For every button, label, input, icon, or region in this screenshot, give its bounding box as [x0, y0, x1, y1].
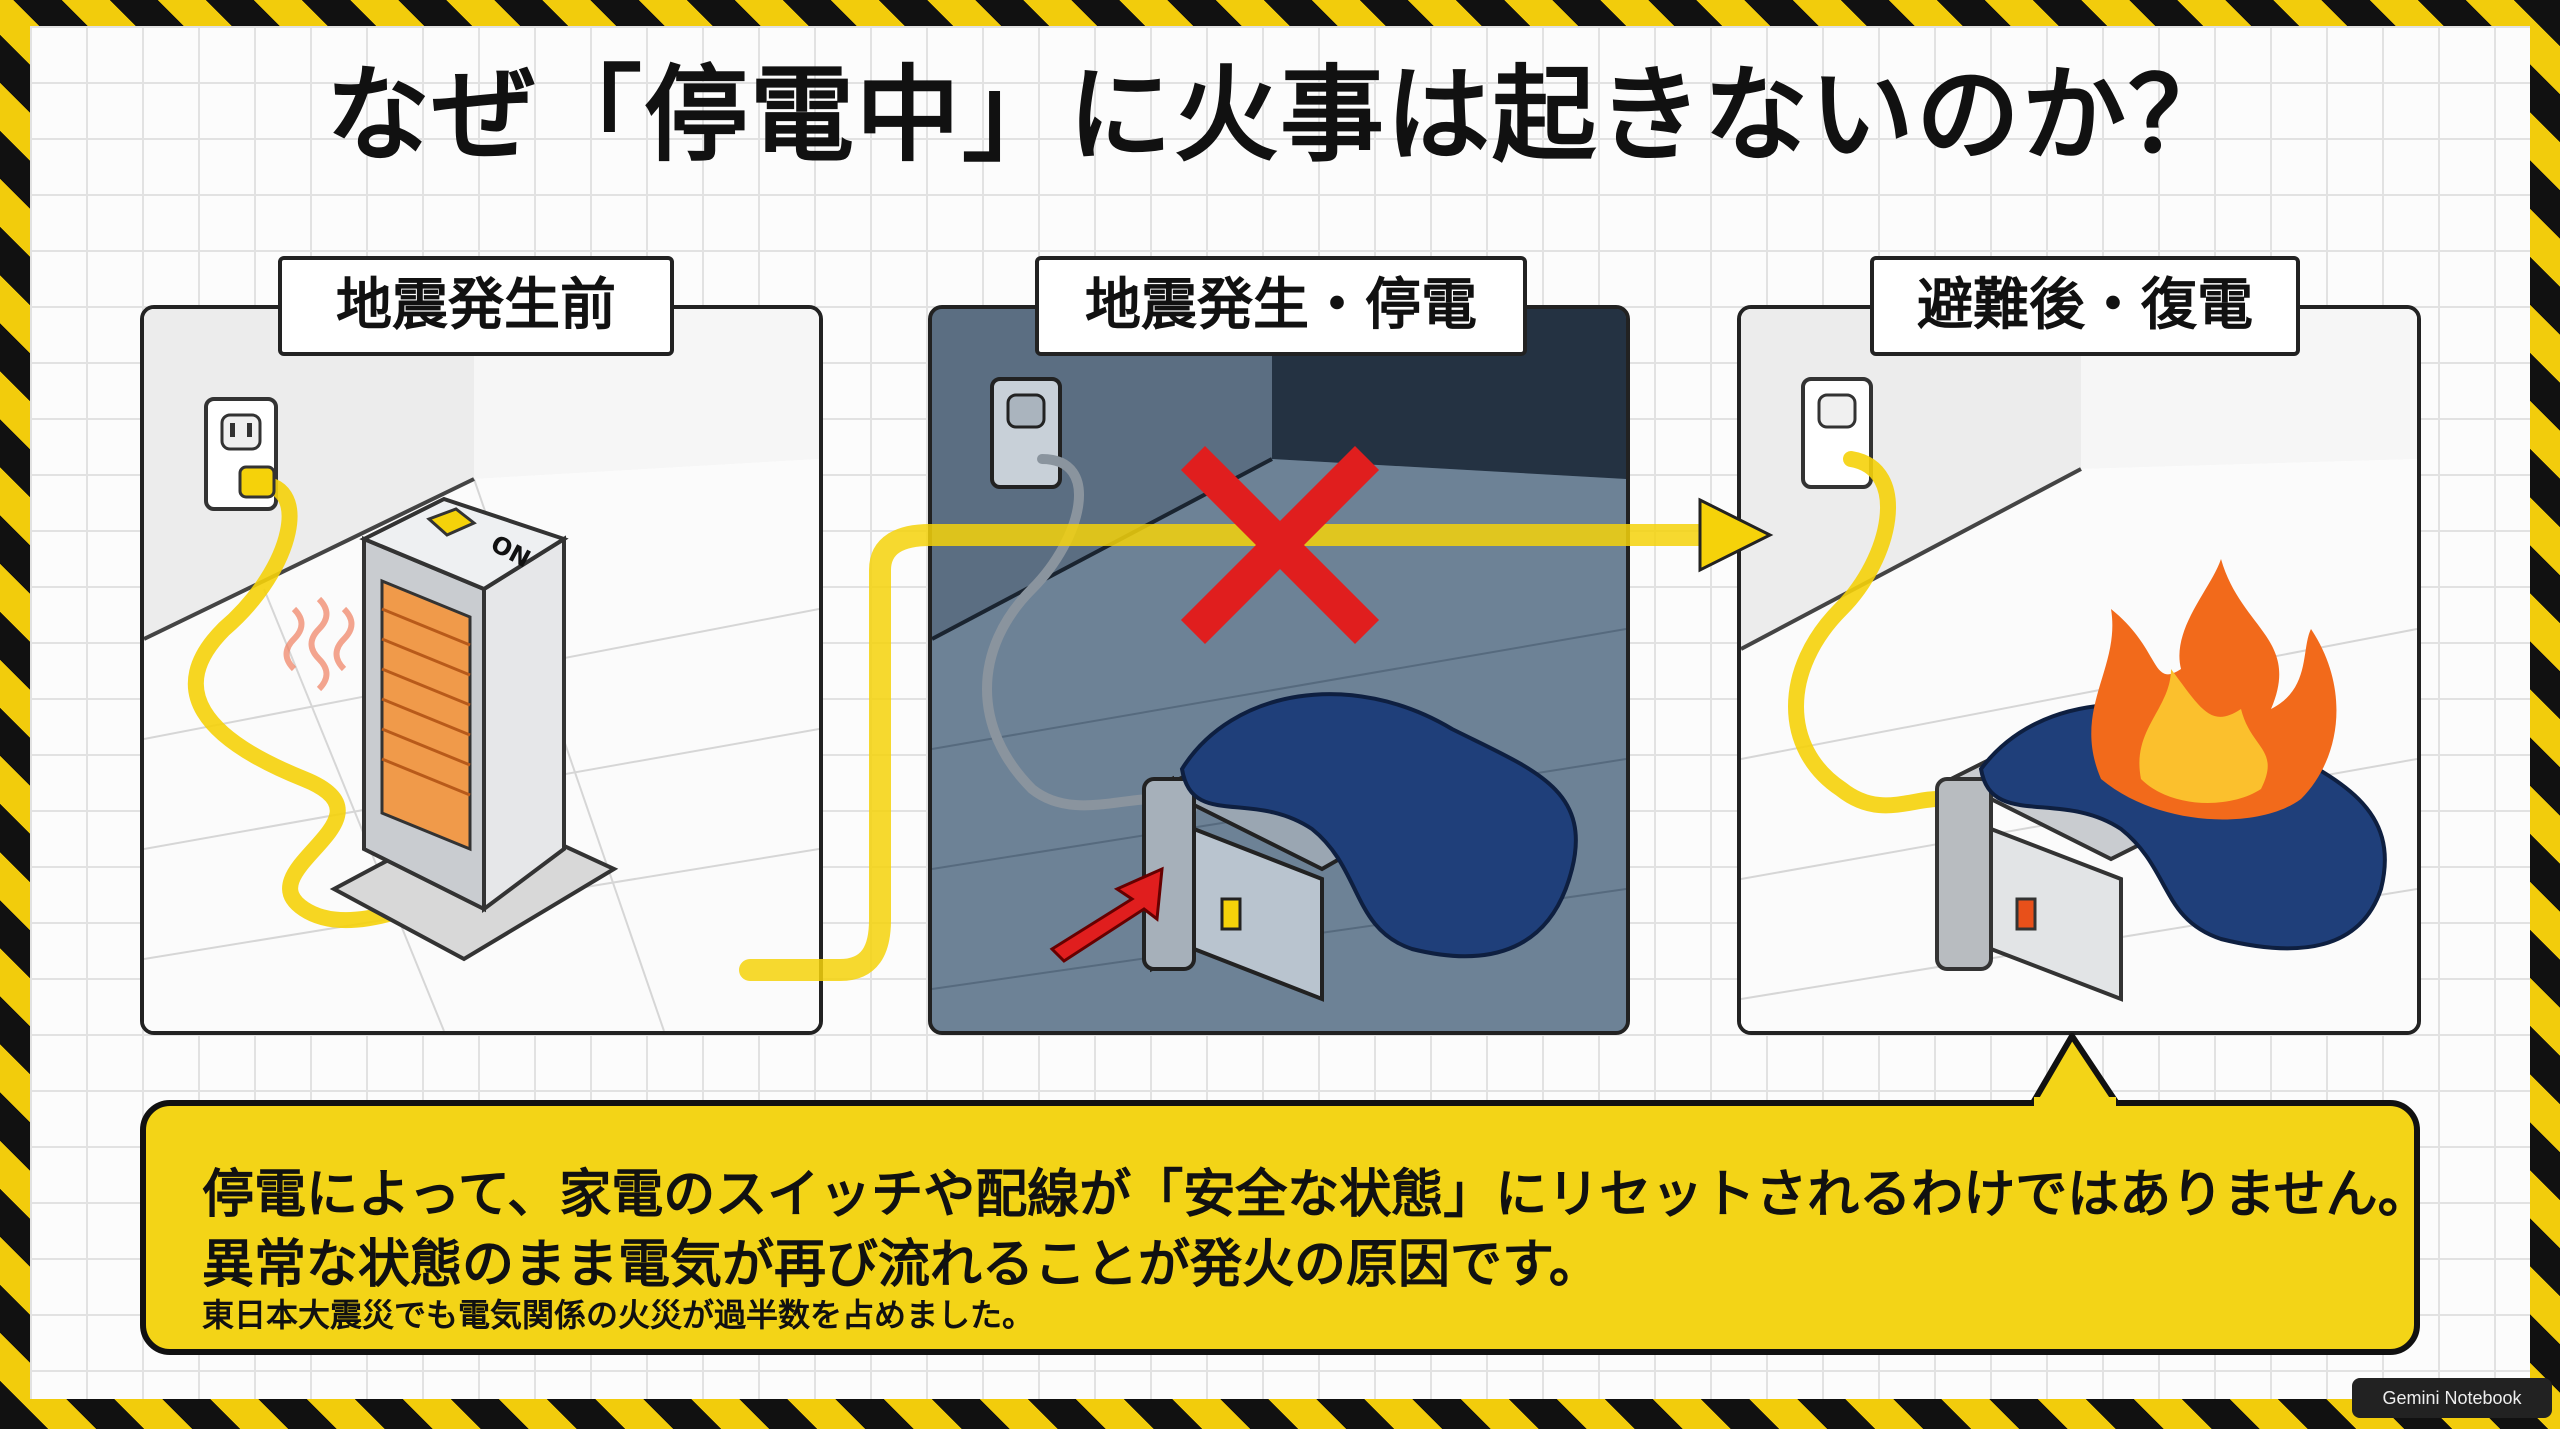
power-cord	[187, 475, 572, 929]
heater-icon: ON	[329, 496, 619, 962]
message-line-2: 異常な状態のまま電気が再び流れることが発火の原因です。	[202, 1235, 1601, 1295]
panel-label-outage: 地震発生・停電	[1035, 256, 1527, 356]
speech-bubble-tail	[2027, 1033, 2123, 1110]
scene-power-restored	[1741, 309, 2417, 1031]
scene-outage	[932, 309, 1626, 1031]
message-box: 停電によって、家電のスイッチや配線が「安全な状態」にリセットされるわけではありま…	[140, 1100, 2430, 1355]
panel-before-earthquake: ON	[140, 305, 823, 1035]
flame-icon	[2091, 559, 2337, 820]
message-line-3: 東日本大震災でも電気関係の火災が過半数を占めました。	[202, 1296, 1035, 1334]
left-wall	[144, 309, 474, 639]
power-switch	[426, 507, 477, 537]
outlet-icon	[1801, 377, 1873, 489]
panel-label-restored: 避難後・復電	[1870, 256, 2300, 356]
scene-before-earthquake: ON	[144, 309, 819, 1031]
panel-earthquake-outage	[928, 305, 1630, 1035]
panel-after-evacuation-power-restored	[1737, 305, 2421, 1035]
power-cord	[1788, 451, 1979, 817]
heat-waves-icon	[283, 596, 355, 692]
page-title: なぜ「停電中」に火事は起きないのか？	[325, 54, 2234, 176]
message-line-1: 停電によって、家電のスイッチや配線が「安全な状態」にリセットされるわけではありま…	[202, 1165, 2430, 1225]
panel-label-before: 地震発生前	[278, 256, 674, 356]
watermark: Gemini Notebook	[2352, 1378, 2552, 1418]
outlet-icon	[990, 377, 1062, 489]
